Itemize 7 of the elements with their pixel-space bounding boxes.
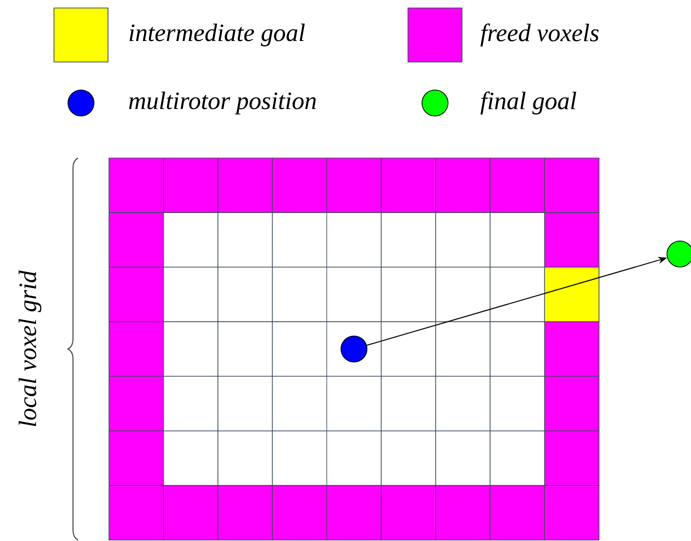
legend-label: freed voxels — [480, 24, 599, 46]
legend-label: intermediate goal — [130, 24, 305, 46]
goal-marker — [666, 240, 691, 268]
legend-label: multirotor position — [129, 92, 316, 114]
legend-label: final goal — [480, 92, 576, 114]
position-marker — [340, 336, 368, 362]
axis-label: local voxel grid — [18, 270, 42, 426]
